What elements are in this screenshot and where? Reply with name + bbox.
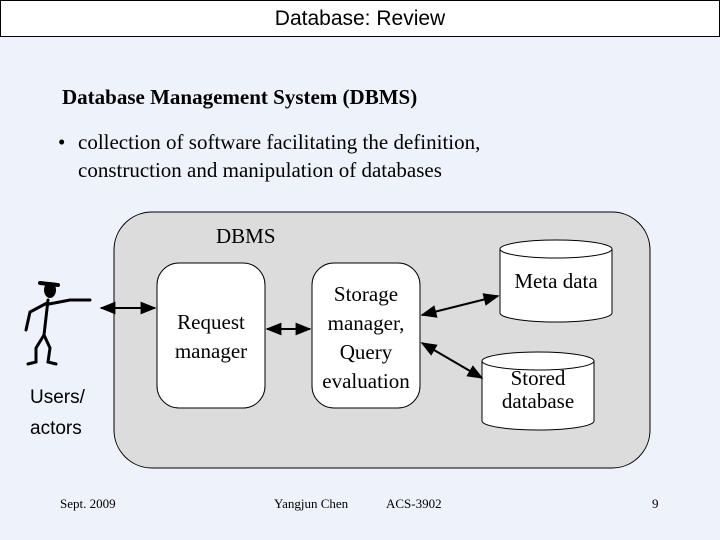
- slide-title: Database: Review: [0, 0, 720, 37]
- slide-heading: Database Management System (DBMS): [62, 85, 418, 109]
- meta-data-cylinder-icon: [499, 239, 613, 323]
- actor-stick-figure-icon: [24, 281, 92, 366]
- storage-manager-box: [311, 262, 421, 409]
- request-manager-label: Request manager: [174, 310, 248, 363]
- request-manager-box: [156, 262, 266, 409]
- dbms-label: DBMS: [216, 224, 276, 248]
- footer-date: Sept. 2009: [60, 496, 116, 511]
- bullet-line-2: construction and manipulation of databas…: [78, 158, 442, 182]
- stored-database-label: Stored database: [501, 366, 575, 413]
- storage-manager-label: Storage manager, Query evaluation: [322, 282, 410, 393]
- footer-course: ACS-3902: [386, 496, 442, 511]
- arrow-storage-database: [420, 342, 484, 379]
- bullet-line-1: •collection of software facilitating the…: [58, 130, 481, 154]
- arrow-storage-metadata: [420, 293, 500, 318]
- users-actors-label: Users/ actors: [30, 387, 85, 439]
- stored-database-cylinder-icon: [481, 351, 595, 431]
- footer-author: Yangjun Chen: [274, 496, 349, 511]
- footer-page-number: 9: [652, 496, 659, 511]
- bullet-dot-icon: •: [58, 130, 66, 154]
- bullet-point: •collection of software facilitating the…: [58, 128, 480, 184]
- meta-data-label: Meta data: [514, 269, 598, 293]
